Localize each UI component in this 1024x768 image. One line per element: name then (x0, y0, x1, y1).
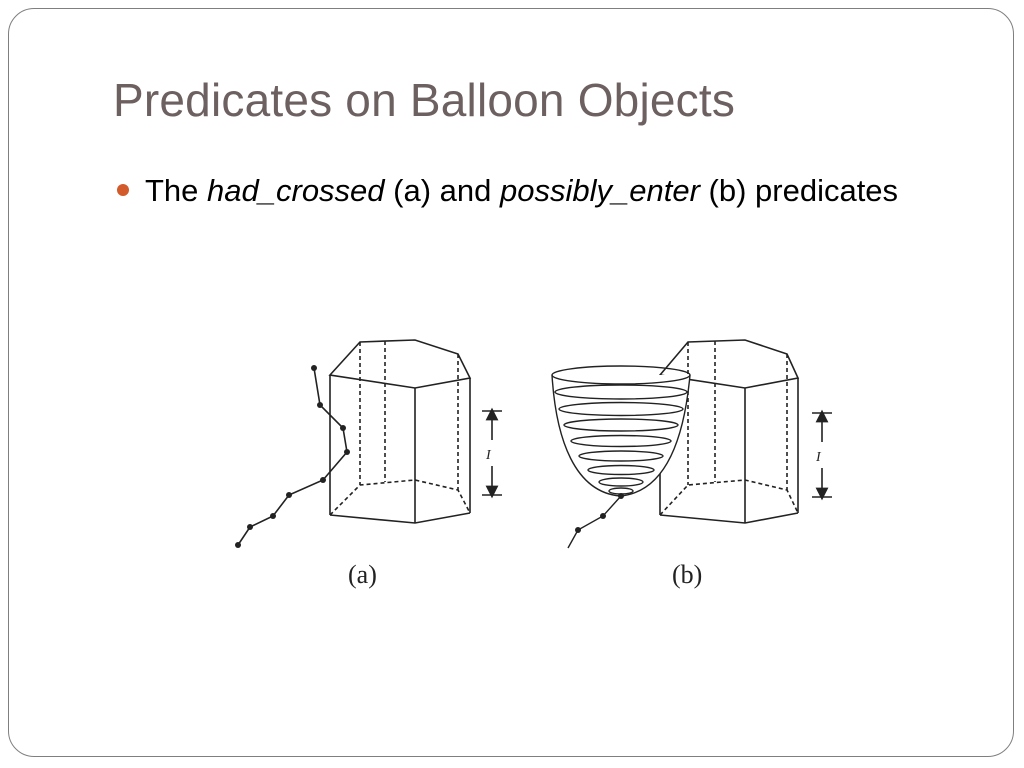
balloon-ring (598, 477, 644, 487)
slide-frame (8, 8, 1014, 757)
bullet-text-2: (a) and (384, 173, 500, 208)
prism-b-bottom-hidden (659, 479, 799, 516)
trajectory-b-points (575, 493, 624, 533)
balloon-ring (587, 464, 655, 476)
figure-b (658, 339, 832, 524)
prism-a-bottom-hidden (329, 479, 471, 516)
interval-a-label: I (485, 448, 492, 463)
balloon-rim (551, 365, 691, 385)
slide-title: Predicates on Balloon Objects (113, 74, 736, 126)
balloon-ring (570, 434, 672, 448)
trajectory-b (567, 495, 622, 549)
bullet-text-3: (b) predicates (699, 173, 899, 208)
balloon-ring (563, 418, 679, 432)
balloon-ring (578, 450, 664, 462)
prism-b-bottom (659, 512, 799, 524)
had-crossed-term: had_crossed (207, 173, 385, 208)
bullet-text-1: The (145, 173, 208, 208)
figure-a (237, 339, 502, 546)
balloon-ring (558, 401, 684, 417)
interval-b-label: I (815, 450, 822, 465)
figure-b-label: (b) (672, 560, 703, 589)
prism-a-bottom (329, 512, 471, 524)
figure-a-label: (a) (348, 560, 377, 589)
prism-a-top (328, 339, 472, 389)
possibly-enter-term: possibly_enter (500, 173, 700, 208)
bullet-dot-icon (117, 184, 129, 196)
balloon-shape (551, 365, 691, 549)
balloon-ring (554, 384, 688, 400)
bullet-list: The had_crossed (a) and possibly_enter (… (113, 168, 913, 213)
trajectory-a-points (235, 365, 350, 548)
bullet-item: The had_crossed (a) and possibly_enter (… (113, 168, 913, 213)
